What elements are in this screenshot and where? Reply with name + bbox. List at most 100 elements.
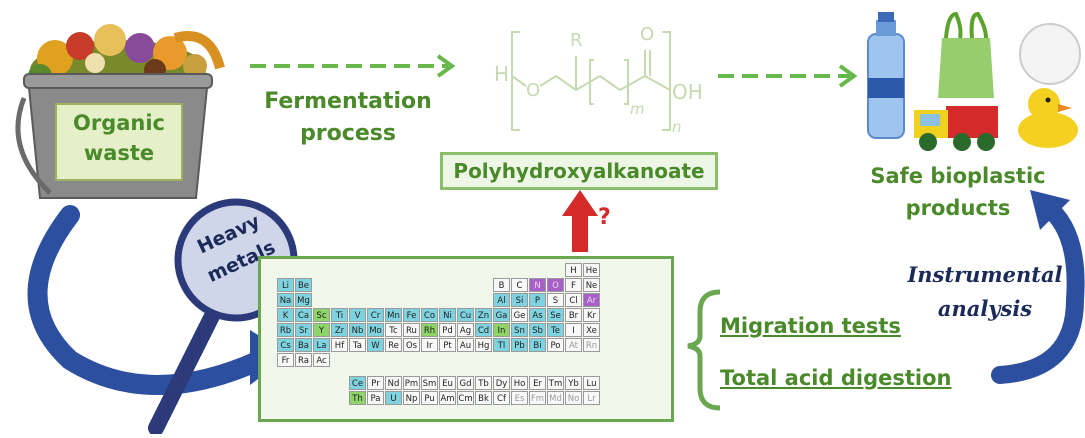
element-cell: Po [547, 338, 564, 352]
products-label: Safe bioplastic products [858, 160, 1058, 224]
element-cell: Ba [295, 338, 312, 352]
element-cell: Sc [313, 308, 330, 322]
element-cell: Cf [493, 390, 510, 405]
element-cell: K [277, 308, 294, 322]
element-cell: As [529, 308, 546, 322]
element-cell: V [349, 308, 366, 322]
element-cell: Se [547, 308, 564, 322]
polymer-name: Polyhydroxyalkanoate [453, 159, 705, 183]
element-cell: Nb [349, 323, 366, 337]
question-mark: ? [598, 205, 611, 230]
element-cell: Zn [475, 308, 492, 322]
element-cell: Zr [331, 323, 348, 337]
element-cell: Pr [367, 375, 384, 390]
element-cell: Sb [529, 323, 546, 337]
element-cell: Bi [529, 338, 546, 352]
toy-truck-image [914, 106, 998, 151]
instrumental-line2: analysis [937, 296, 1033, 321]
element-cell: Ne [583, 278, 600, 292]
element-cell: Hf [331, 338, 348, 352]
element-cell: Co [421, 308, 438, 322]
bag-image [938, 11, 994, 98]
element-cell: At [565, 338, 582, 352]
green-brace [687, 289, 721, 411]
element-cell: Ir [421, 338, 438, 352]
element-cell: Cs [277, 338, 294, 352]
element-cell: S [547, 293, 564, 307]
organic-waste-line1: Organic [72, 111, 165, 135]
organic-waste-line2: waste [83, 141, 155, 165]
element-cell: Ru [403, 323, 420, 337]
element-cell: No [565, 390, 582, 405]
element-cell: Mo [367, 323, 384, 337]
red-up-arrow [562, 190, 598, 252]
acid-digestion-label: Total acid digestion [720, 366, 952, 390]
element-cell: Ge [511, 308, 528, 322]
element-cell: Tl [493, 338, 510, 352]
formula-r: R [570, 30, 583, 51]
element-cell: Hg [475, 338, 492, 352]
element-cell: Cr [367, 308, 384, 322]
element-cell: Pm [403, 375, 420, 390]
element-cell: Es [511, 390, 528, 405]
element-cell: Mn [385, 308, 402, 322]
element-cell: Pd [439, 323, 456, 337]
element-cell: Ra [295, 353, 312, 367]
fermentation-line1: Fermentation [264, 89, 432, 114]
formula-o-left: O [526, 80, 541, 101]
element-cell: Be [295, 278, 312, 292]
pha-structural-formula: H O R O OH m n [490, 20, 720, 140]
fermentation-line2: process [300, 121, 396, 146]
element-cell: Tc [385, 323, 402, 337]
organic-waste-label: Organic waste [56, 108, 182, 168]
waste-bin-graphic [15, 24, 225, 199]
element-cell: Pt [439, 338, 456, 352]
element-cell: Ho [511, 375, 528, 390]
element-cell: Tb [475, 375, 492, 390]
element-cell: Ta [349, 338, 366, 352]
plate-image [1019, 23, 1081, 85]
element-cell: Os [403, 338, 420, 352]
element-cell: C [511, 278, 528, 292]
formula-o-top: O [640, 24, 655, 45]
element-cell: Dy [493, 375, 510, 390]
products-graphic [867, 11, 1081, 151]
element-cell: Xe [583, 323, 600, 337]
element-cell: Cd [475, 323, 492, 337]
element-cell: Md [547, 390, 564, 405]
element-cell: Ni [439, 308, 456, 322]
element-cell: In [493, 323, 510, 337]
element-cell: U [385, 390, 402, 405]
formula-sub-n: n [672, 118, 682, 136]
element-cell: Li [277, 278, 294, 292]
instrumental-line1: Instrumental [907, 262, 1063, 287]
element-cell: F [565, 278, 582, 292]
bioplastic-products [858, 8, 1083, 158]
element-cell: Pa [367, 390, 384, 405]
element-cell: Gd [457, 375, 474, 390]
element-cell: Pb [511, 338, 528, 352]
bottle-image [867, 12, 905, 139]
element-cell: Bk [475, 390, 492, 405]
formula-sub-m: m [630, 100, 645, 118]
organic-waste-bin [10, 8, 225, 208]
element-cell: Th [349, 390, 366, 405]
fermentation-label: Fermentation process [258, 86, 438, 150]
element-cell: Cm [457, 390, 474, 405]
element-cell: Nd [385, 375, 402, 390]
element-cell: Yb [565, 375, 582, 390]
element-cell: Am [439, 390, 456, 405]
element-cell: Cl [565, 293, 582, 307]
element-cell: N [529, 278, 546, 292]
element-cell: Ag [457, 323, 474, 337]
element-cell: Rn [583, 338, 600, 352]
rubber-duck-image [1018, 88, 1078, 148]
formula-h: H [494, 62, 510, 86]
element-cell: I [565, 323, 582, 337]
element-cell: P [529, 293, 546, 307]
formula-oh: OH [672, 80, 703, 104]
element-cell: Fm [529, 390, 546, 405]
element-cell: Ti [331, 308, 348, 322]
element-cell: Sr [295, 323, 312, 337]
